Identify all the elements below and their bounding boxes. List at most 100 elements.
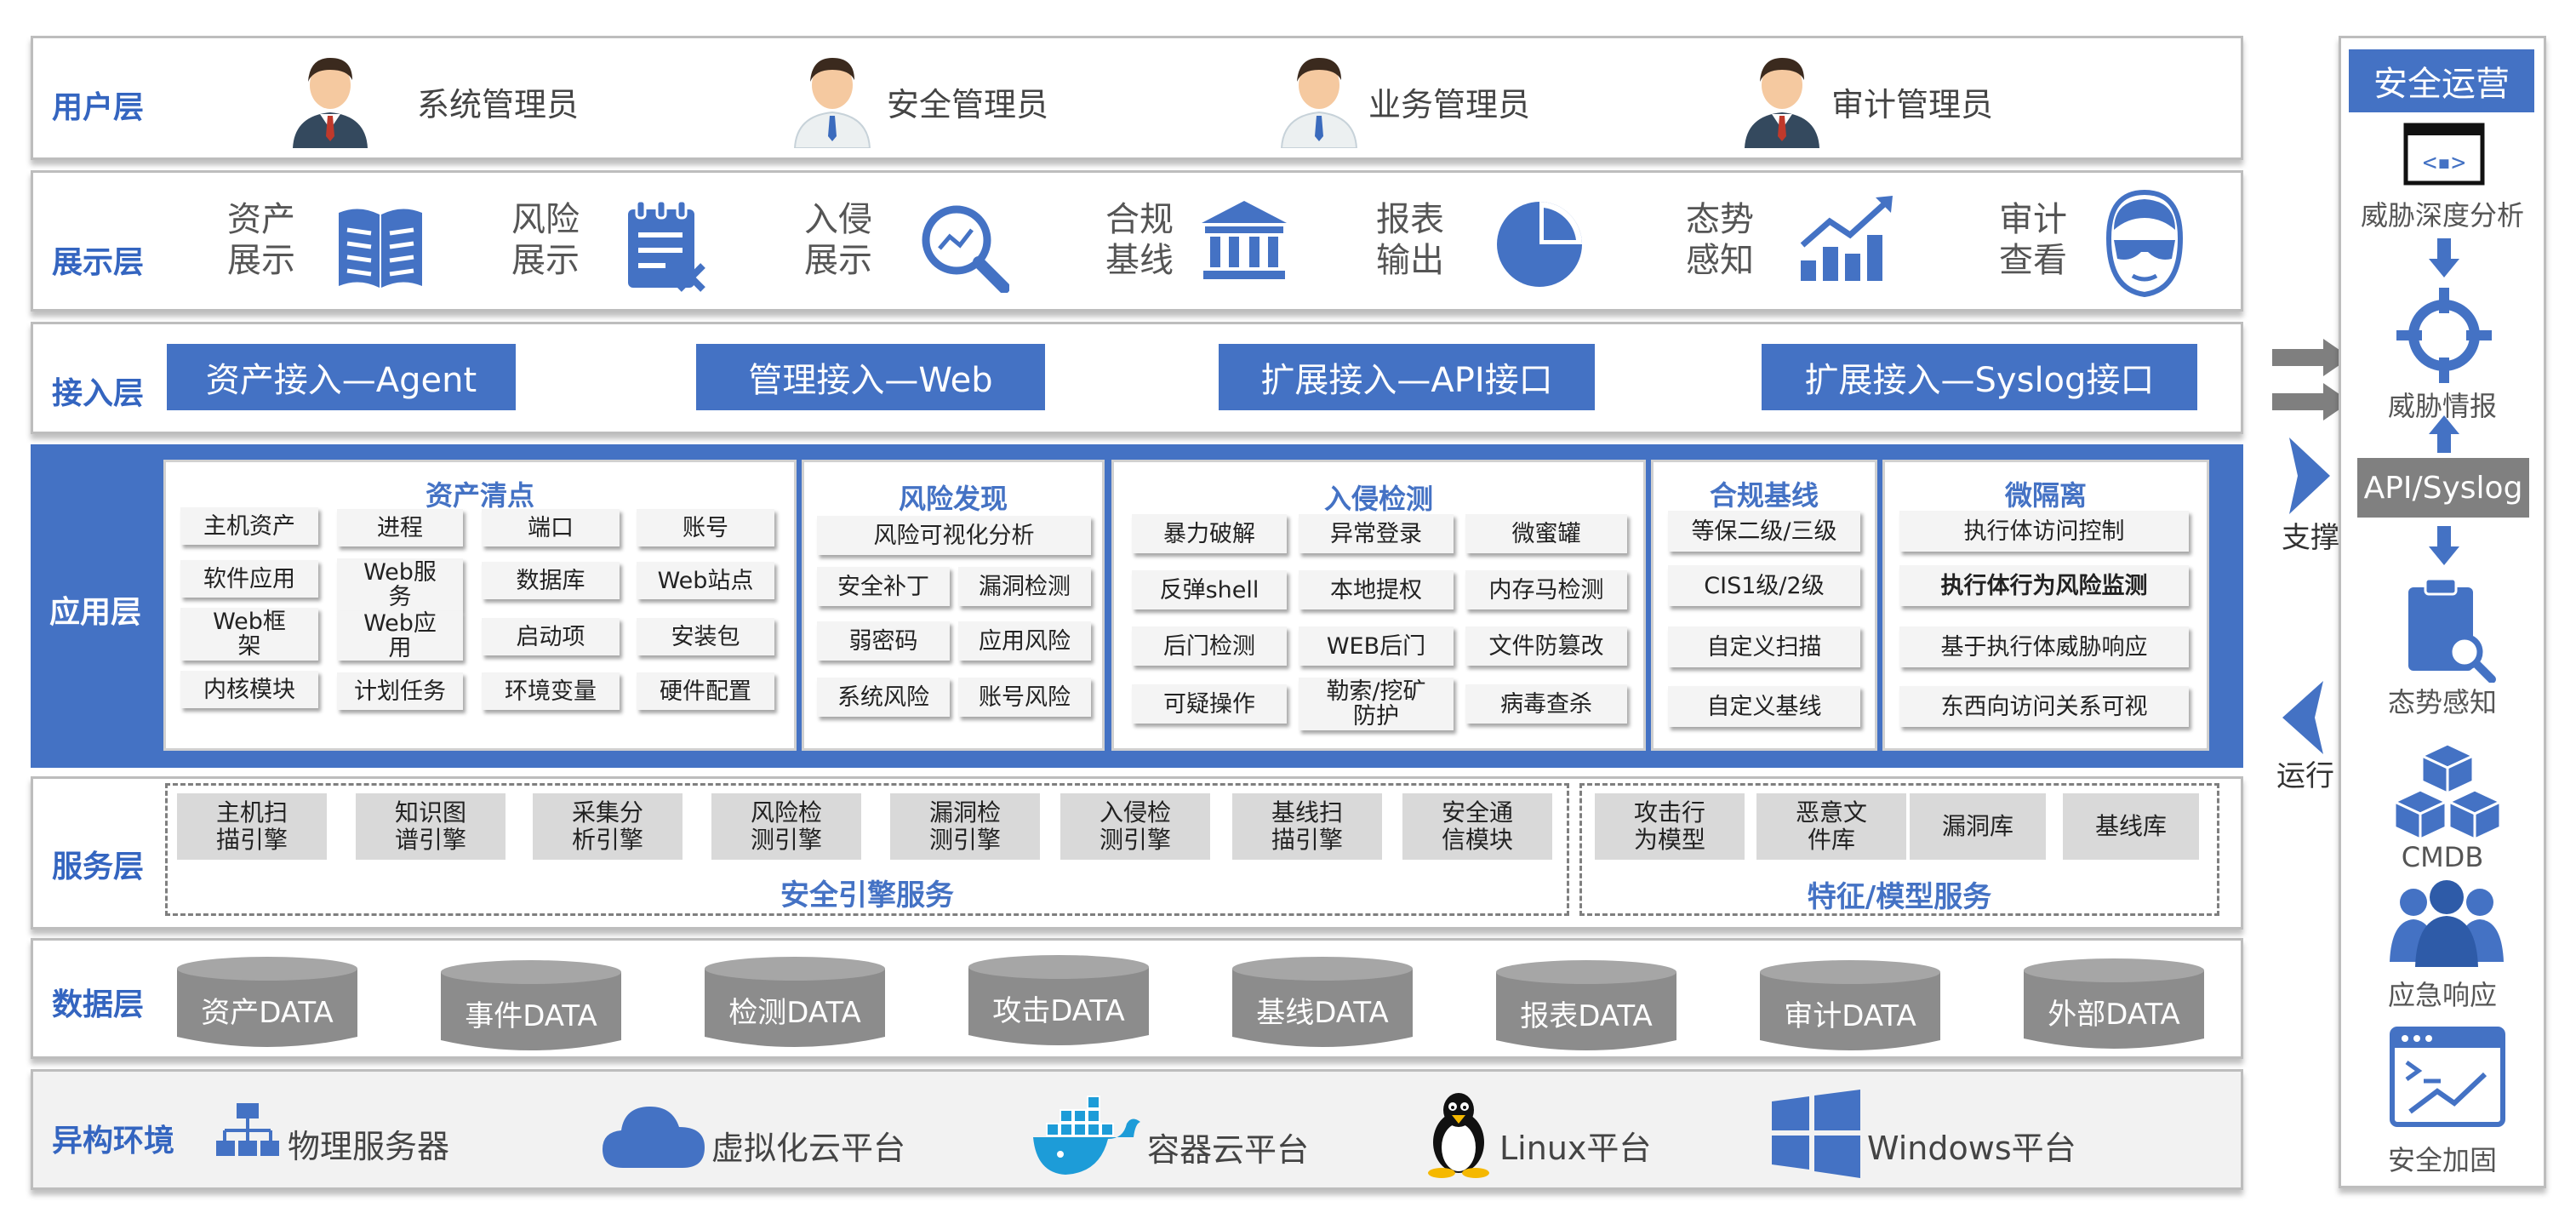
asset-item[interactable]: 进程 <box>337 509 463 546</box>
engine-group-box <box>165 783 1569 916</box>
engine-item[interactable]: 漏洞检测引擎 <box>890 793 1040 860</box>
report-icon <box>628 199 705 292</box>
engine-item[interactable]: 采集分析引擎 <box>533 793 683 860</box>
database-icon <box>2024 958 2204 1049</box>
compliance-item[interactable]: 自定义基线 <box>1668 686 1860 727</box>
engine-item[interactable]: 知识图谱引擎 <box>356 793 505 860</box>
micro-item[interactable]: 执行体行为风险监测 <box>1899 565 2189 606</box>
asset-item[interactable]: Web应用 <box>337 611 463 661</box>
asset-item[interactable]: 硬件配置 <box>637 672 774 710</box>
crosshair-icon <box>2396 288 2492 383</box>
arrow-down-icon <box>2429 238 2459 277</box>
database-cylinder: 资产DATA <box>175 955 359 1050</box>
svg-text:<▪>: <▪> <box>2423 148 2466 176</box>
asset-item[interactable]: 安装包 <box>637 618 774 655</box>
intrusion-item[interactable]: 本地提权 <box>1299 570 1454 609</box>
intrusion-item[interactable]: 微蜜罐 <box>1465 514 1627 553</box>
asset-item[interactable]: 计划任务 <box>337 672 463 710</box>
model-item[interactable]: 恶意文件库 <box>1756 793 1906 860</box>
risk-item[interactable]: 系统风险 <box>817 678 950 717</box>
intrusion-item[interactable]: WEB后门 <box>1299 626 1454 666</box>
arrow-down-icon <box>2429 526 2459 565</box>
risk-item[interactable]: 弱密码 <box>817 621 950 661</box>
display-layer-label: 展示层 <box>52 245 145 280</box>
engine-item[interactable]: 入侵检测引擎 <box>1060 793 1210 860</box>
database-icon <box>968 955 1149 1045</box>
person-icon <box>1745 58 1819 148</box>
access-web-button[interactable]: 管理接入—Web <box>696 344 1045 410</box>
micro-panel-title: 微隔离 <box>2004 479 2087 512</box>
intrusion-item[interactable]: 文件防篡改 <box>1465 626 1627 666</box>
display-item-label: 审计查看 <box>1999 200 2067 280</box>
risk-item[interactable]: 账号风险 <box>958 678 1091 717</box>
env-label: 容器云平台 <box>1147 1131 1310 1169</box>
model-item[interactable]: 攻击行为模型 <box>1595 793 1745 860</box>
docker-icon <box>1033 1096 1140 1175</box>
arrow-right-icon <box>2272 383 2350 420</box>
micro-item[interactable]: 基于执行体威胁响应 <box>1899 626 2189 667</box>
cloud-icon <box>603 1107 705 1168</box>
asset-item[interactable]: Web框架 <box>180 608 318 661</box>
access-api-button[interactable]: 扩展接入—API接口 <box>1219 344 1595 410</box>
database-cylinder: 外部DATA <box>2022 957 2206 1052</box>
asset-item[interactable]: Web站点 <box>637 562 774 599</box>
compliance-item[interactable]: 等保二级/三级 <box>1668 511 1860 552</box>
access-agent-button[interactable]: 资产接入—Agent <box>167 344 516 410</box>
asset-panel-title: 资产清点 <box>425 479 534 512</box>
display-item-label: 资产展示 <box>227 200 295 280</box>
linux-penguin-icon <box>1428 1093 1489 1178</box>
asset-item[interactable]: 账号 <box>637 509 774 546</box>
display-item-label: 入侵展示 <box>804 200 872 280</box>
asset-item[interactable]: 软件应用 <box>180 560 318 598</box>
intrusion-item[interactable]: 反弹shell <box>1132 570 1287 609</box>
intrusion-item[interactable]: 勒索/挖矿防护 <box>1299 678 1454 730</box>
user-layer-label: 用户层 <box>52 90 145 125</box>
support-arrow-icon <box>2289 438 2330 514</box>
intrusion-item[interactable]: 后门检测 <box>1132 626 1287 666</box>
intrusion-item[interactable]: 暴力破解 <box>1132 514 1287 553</box>
engine-item[interactable]: 主机扫描引擎 <box>177 793 327 860</box>
data-layer-label: 数据层 <box>52 987 145 1022</box>
compliance-item[interactable]: CIS1级/2级 <box>1668 565 1860 606</box>
intrusion-item[interactable]: 病毒查杀 <box>1465 684 1627 724</box>
model-item[interactable]: 漏洞库 <box>1910 793 2046 860</box>
asset-item[interactable]: 主机资产 <box>180 507 318 545</box>
asset-item[interactable]: 内核模块 <box>180 671 318 708</box>
hardening-label: 安全加固 <box>2387 1144 2497 1176</box>
env-layer-label: 异构环境 <box>52 1124 175 1158</box>
asset-item[interactable]: 数据库 <box>482 562 620 599</box>
risk-item[interactable]: 风险可视化分析 <box>817 516 1091 555</box>
run-label: 运行 <box>2276 759 2334 793</box>
database-label: 审计DATA <box>1784 999 1916 1033</box>
database-label: 攻击DATA <box>992 994 1125 1028</box>
asset-item[interactable]: 环境变量 <box>482 672 620 710</box>
display-item-label: 风险展示 <box>511 200 580 280</box>
engine-item[interactable]: 风险检测引擎 <box>711 793 861 860</box>
engine-item[interactable]: 基线扫描引擎 <box>1232 793 1382 860</box>
user-role-label: 安全管理员 <box>887 86 1049 123</box>
database-icon <box>1232 957 1413 1047</box>
model-group-label: 特征/模型服务 <box>1807 880 1992 914</box>
compliance-item[interactable]: 自定义扫描 <box>1668 626 1860 667</box>
cmdb-label: CMDB <box>2401 841 2484 873</box>
risk-item[interactable]: 安全补丁 <box>817 567 950 606</box>
intrusion-item[interactable]: 可疑操作 <box>1132 684 1287 724</box>
risk-item[interactable]: 漏洞检测 <box>958 567 1091 606</box>
arrow-right-icon <box>2272 339 2350 376</box>
micro-item[interactable]: 东西向访问关系可视 <box>1899 686 2189 727</box>
database-cylinder: 基线DATA <box>1231 955 1414 1050</box>
model-item[interactable]: 基线库 <box>2063 793 2199 860</box>
engine-group-label: 安全引擎服务 <box>780 878 954 912</box>
engine-item[interactable]: 安全通信模块 <box>1402 793 1552 860</box>
micro-item[interactable]: 执行体访问控制 <box>1899 511 2189 552</box>
clipboard-search-icon <box>2408 577 2496 683</box>
access-syslog-button[interactable]: 扩展接入—Syslog接口 <box>1762 344 2197 410</box>
intrusion-item[interactable]: 异常登录 <box>1299 514 1454 553</box>
database-icon <box>1760 960 1940 1050</box>
asset-item[interactable]: Web服务 <box>337 558 463 611</box>
user-role-label: 审计管理员 <box>1831 86 1994 123</box>
asset-item[interactable]: 端口 <box>482 509 620 546</box>
asset-item[interactable]: 启动项 <box>482 618 620 655</box>
intrusion-item[interactable]: 内存马检测 <box>1465 570 1627 609</box>
risk-item[interactable]: 应用风险 <box>958 621 1091 661</box>
